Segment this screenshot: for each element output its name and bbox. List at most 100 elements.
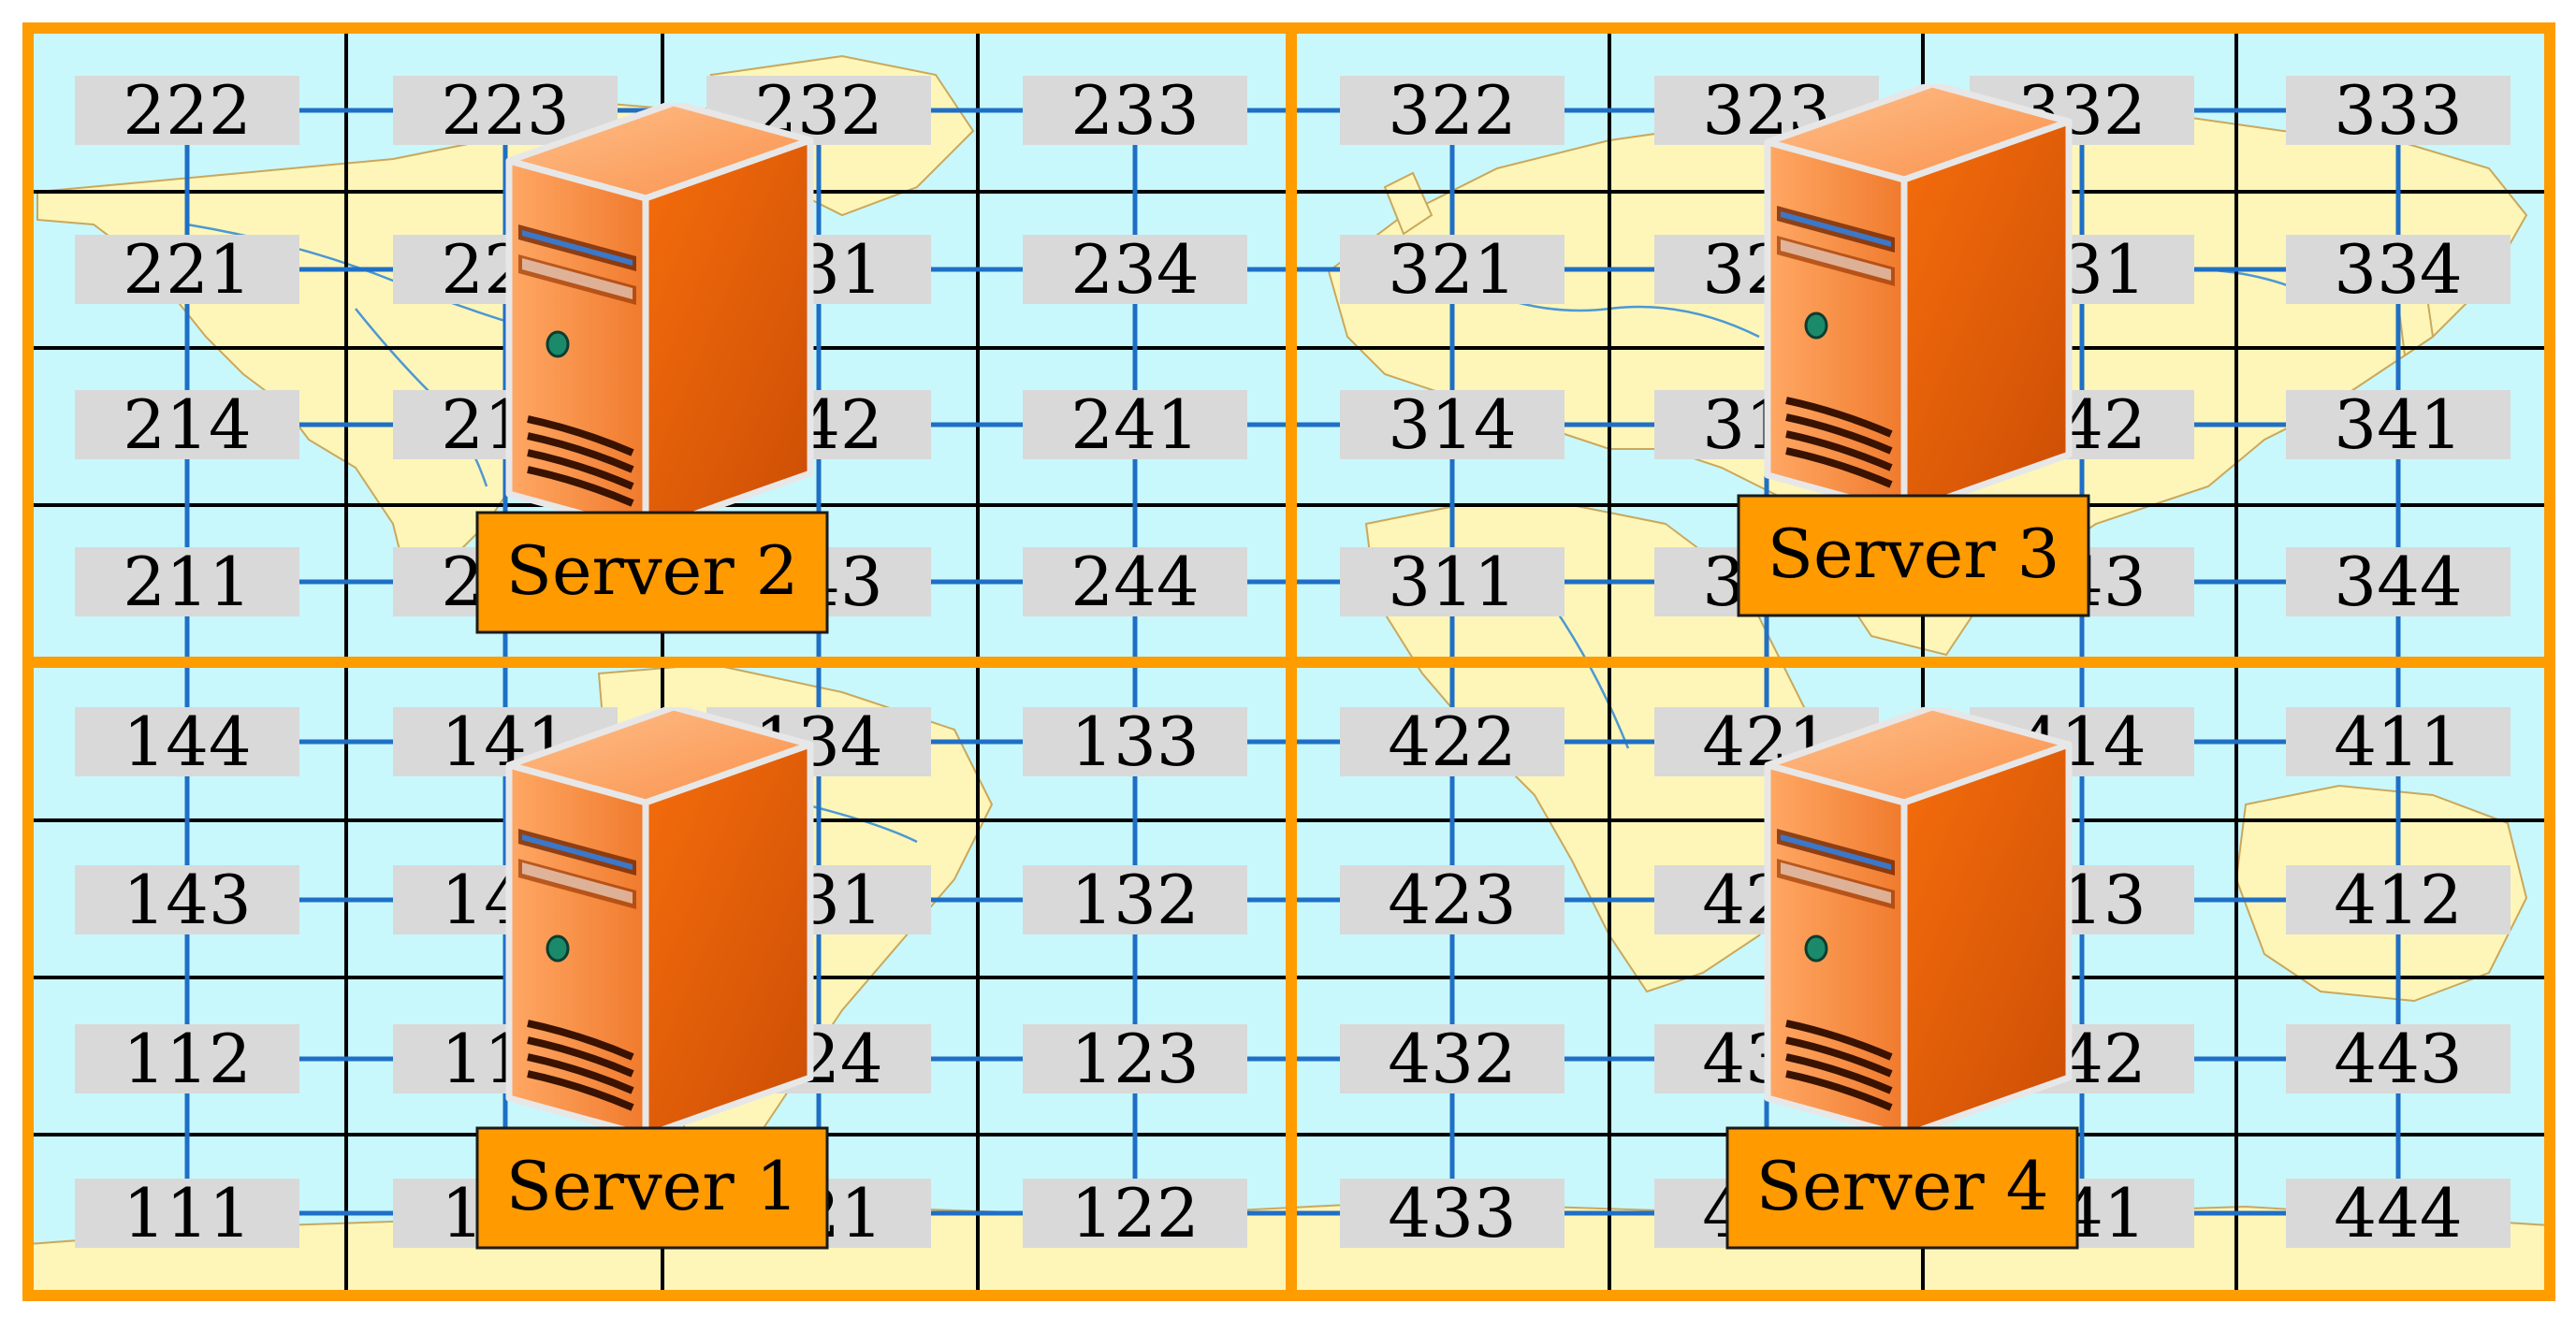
cell-label: 321 [1388, 230, 1516, 309]
cell-label: 123 [1070, 1020, 1199, 1098]
cell-label: 334 [2334, 230, 2462, 309]
cell-label: 122 [1070, 1174, 1199, 1252]
cell-node: 333 [2286, 71, 2511, 150]
cell-box [1023, 547, 1247, 616]
cell-node: 341 [2286, 385, 2511, 464]
cell-label: 233 [1070, 71, 1199, 150]
cell-label: 144 [123, 702, 251, 781]
server-label: Server 4 [1756, 1147, 2049, 1225]
quadrant-borders [22, 22, 2555, 1301]
cell-node: 122 [1023, 1174, 1247, 1252]
cell-label: 234 [1070, 230, 1199, 309]
cell-label: 433 [1388, 1174, 1516, 1252]
cell-node: 221 [75, 230, 299, 309]
cell-node: 211 [75, 543, 299, 621]
land-uk [1383, 171, 1434, 236]
cell-label: 341 [2334, 385, 2462, 464]
cell-box [2286, 76, 2511, 145]
cell-label: 241 [1070, 385, 1199, 464]
cell-node: 423 [1340, 861, 1565, 939]
cell-node: 444 [2286, 1174, 2511, 1252]
cell-label: 222 [123, 71, 251, 150]
cell-node: 222 [75, 71, 299, 150]
server-tower-icon [1768, 707, 2069, 1136]
cell-node: 112 [75, 1020, 299, 1098]
cell-node: 311 [1340, 543, 1565, 621]
cell-node: 123 [1023, 1020, 1247, 1098]
cell-node: 144 [75, 702, 299, 781]
cell-label: 333 [2334, 71, 2462, 150]
cell-label: 344 [2334, 543, 2462, 621]
cell-box [1340, 1179, 1565, 1248]
server-label-box [1737, 494, 2090, 617]
cell-box [1340, 707, 1565, 776]
cell-box [1340, 390, 1565, 459]
cell-label: 211 [123, 543, 251, 621]
server-4: Server 4 [1725, 707, 2079, 1250]
cell-label: 112 [123, 1020, 251, 1098]
cell-node: 132 [1023, 861, 1247, 939]
cell-box [1023, 865, 1247, 934]
server-label: Server 3 [1768, 514, 2060, 593]
cell-node: 133 [1023, 702, 1247, 781]
servers: Server 2 Server 3 Server 1 Server 4 [475, 84, 2090, 1250]
cell-node: 411 [2286, 702, 2511, 781]
cell-node: 344 [2286, 543, 2511, 621]
cell-box [75, 707, 299, 776]
cell-box [1340, 1024, 1565, 1093]
cell-label: 223 [441, 71, 569, 150]
cell-box [2286, 1024, 2511, 1093]
cell-node: 214 [75, 385, 299, 464]
cell-label: 314 [1388, 385, 1516, 464]
server-tower-icon [509, 103, 810, 531]
cell-box [75, 1179, 299, 1248]
cell-label: 443 [2334, 1020, 2462, 1098]
cell-box [1023, 1024, 1247, 1093]
cell-label: 311 [1388, 543, 1516, 621]
cell-box [1023, 1179, 1247, 1248]
cell-box [75, 235, 299, 304]
cell-box [1023, 390, 1247, 459]
server-label: Server 1 [506, 1147, 799, 1225]
cell-label: 432 [1388, 1020, 1516, 1098]
server-label-box [475, 1126, 829, 1250]
cell-box [1340, 76, 1565, 145]
server-2: Server 3 [1737, 84, 2090, 617]
cell-node: 432 [1340, 1020, 1565, 1098]
server-3: Server 1 [475, 707, 829, 1250]
cell-label: 133 [1070, 702, 1199, 781]
cell-node: 322 [1340, 71, 1565, 150]
cell-node: 321 [1340, 230, 1565, 309]
cell-label: 244 [1070, 543, 1199, 621]
cell-label: 132 [1070, 861, 1199, 939]
cell-node: 334 [2286, 230, 2511, 309]
server-label-box [1725, 1126, 2079, 1250]
cell-box [1023, 707, 1247, 776]
cell-box [2286, 547, 2511, 616]
server-label-box [475, 511, 829, 634]
cell-box [2286, 235, 2511, 304]
cell-label: 221 [123, 230, 251, 309]
cell-box [1023, 235, 1247, 304]
cell-box [2286, 1179, 2511, 1248]
cell-label: 412 [2334, 861, 2462, 939]
server-tower-icon [1768, 84, 2069, 513]
cell-label: 111 [123, 1174, 251, 1252]
cell-node: 412 [2286, 861, 2511, 939]
cell-node: 314 [1340, 385, 1565, 464]
cell-label: 423 [1388, 861, 1516, 939]
cell-node: 443 [2286, 1020, 2511, 1098]
cell-label: 143 [123, 861, 251, 939]
cell-node: 111 [75, 1174, 299, 1252]
cell-box [75, 865, 299, 934]
server-label: Server 2 [506, 531, 799, 610]
cell-box [2286, 865, 2511, 934]
cell-box [75, 1024, 299, 1093]
cell-box [1340, 547, 1565, 616]
cell-box [75, 547, 299, 616]
cell-box [1023, 76, 1247, 145]
cell-label: 422 [1388, 702, 1516, 781]
cell-label: 214 [123, 385, 251, 464]
